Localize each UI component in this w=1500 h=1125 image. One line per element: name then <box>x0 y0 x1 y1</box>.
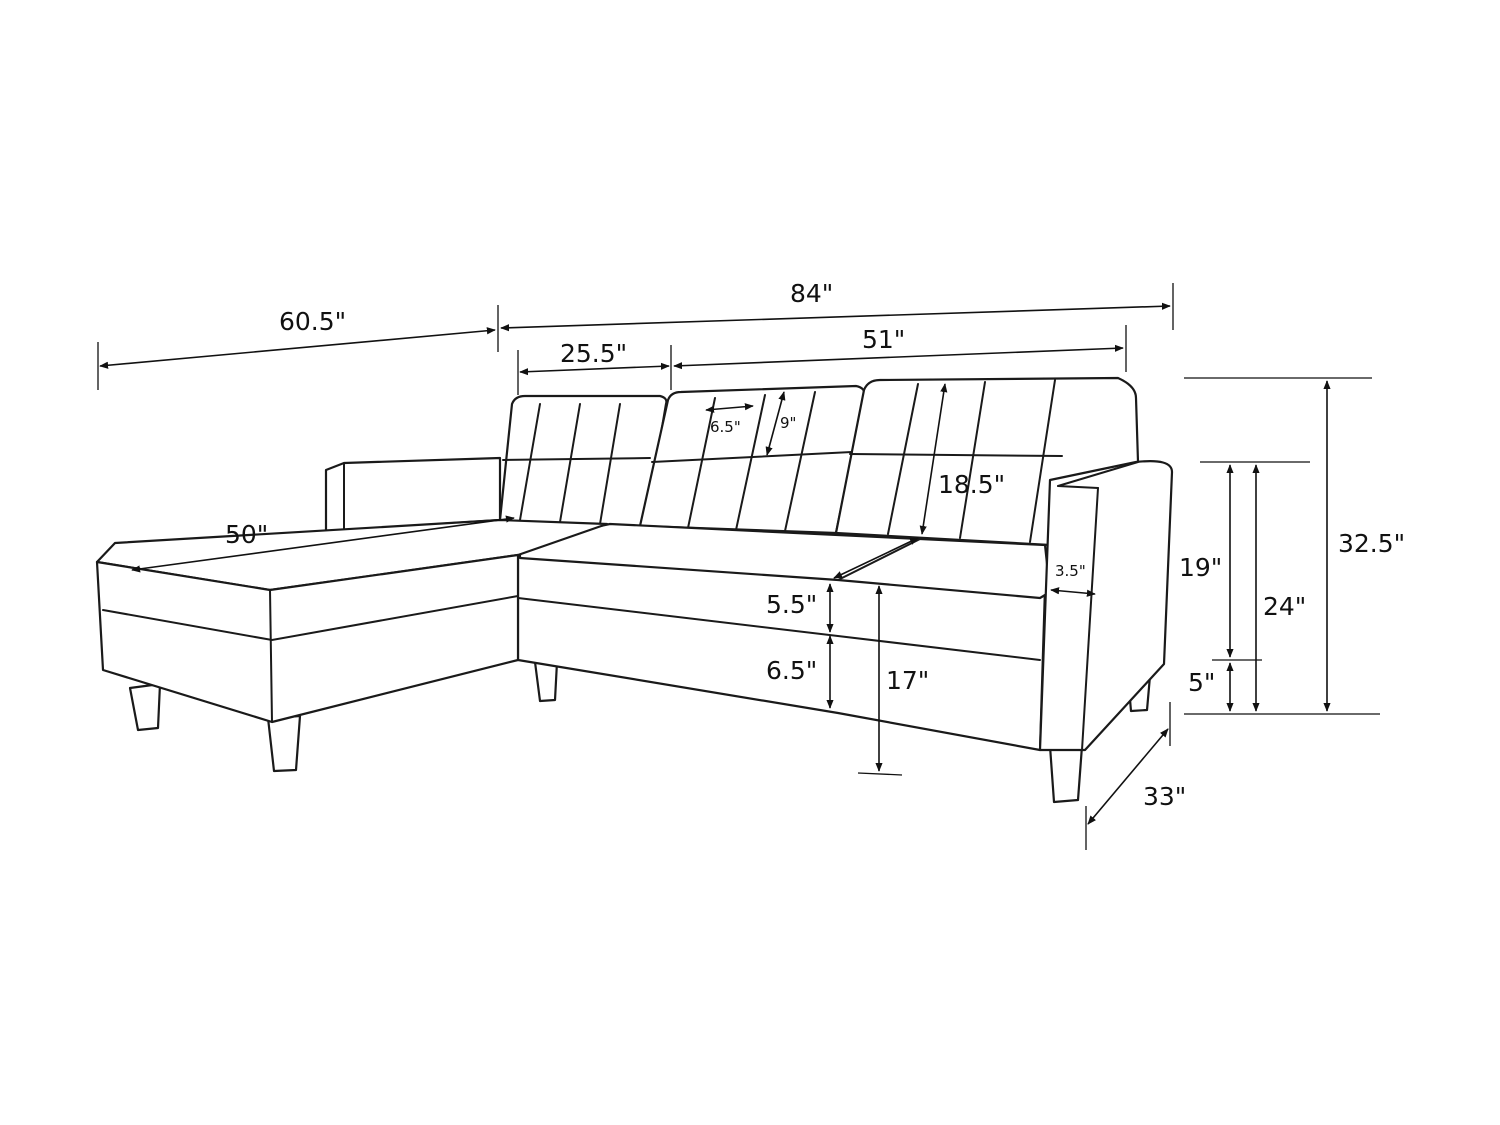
label-chaise-back-width: 25.5" <box>560 339 627 368</box>
sofa-illustration <box>95 376 1174 804</box>
dim-line-tuft-height <box>765 391 786 456</box>
label-sofa-back-width: 51" <box>862 325 905 354</box>
right-arm-top-edge <box>1057 461 1139 487</box>
label-tuft-width: 6.5" <box>710 418 741 436</box>
dim-line-depth <box>1087 728 1169 825</box>
label-cushion-thickness: 5.5" <box>766 590 817 619</box>
leg-middle <box>533 660 559 703</box>
leg-front-right <box>1048 744 1084 804</box>
label-tuft-height: 9" <box>780 414 796 432</box>
label-arm-height: 19" <box>1179 553 1222 582</box>
label-back-height: 18.5" <box>938 470 1005 499</box>
dim-line-tuft-width <box>705 403 754 413</box>
back-cushion-left <box>498 394 668 530</box>
label-overall-height: 32.5" <box>1338 529 1405 558</box>
dim-line-chaise-length <box>99 327 496 369</box>
dim-line-chaise-seat <box>131 515 515 573</box>
dim-line-sofa-back <box>673 344 1124 370</box>
dim-line-overall-width <box>500 302 1171 332</box>
label-leg-height: 5" <box>1188 668 1215 697</box>
dimension-lines <box>97 283 1380 850</box>
dimension-labels: 60.5" 84" 25.5" 51" 6.5" 9" 18.5" 50" 3.… <box>225 279 1405 811</box>
leg-front-left <box>128 682 162 732</box>
label-chaise-seat-length: 50" <box>225 520 268 549</box>
label-arm-width: 3.5" <box>1055 562 1086 580</box>
label-overall-width: 84" <box>790 279 833 308</box>
dim-line-arm-width <box>1050 587 1096 597</box>
label-base-thickness: 6.5" <box>766 656 817 685</box>
dim-line-chaise-back <box>519 362 670 376</box>
leg-chaise-front <box>266 714 302 773</box>
label-depth: 33" <box>1143 782 1186 811</box>
right-arm <box>1038 460 1174 752</box>
dim-line-back-height <box>919 383 948 535</box>
label-total-arm-height: 24" <box>1263 592 1306 621</box>
dim-line-seat-depth <box>833 537 919 579</box>
label-seat-height: 17" <box>886 666 929 695</box>
label-chaise-length: 60.5" <box>279 307 346 336</box>
